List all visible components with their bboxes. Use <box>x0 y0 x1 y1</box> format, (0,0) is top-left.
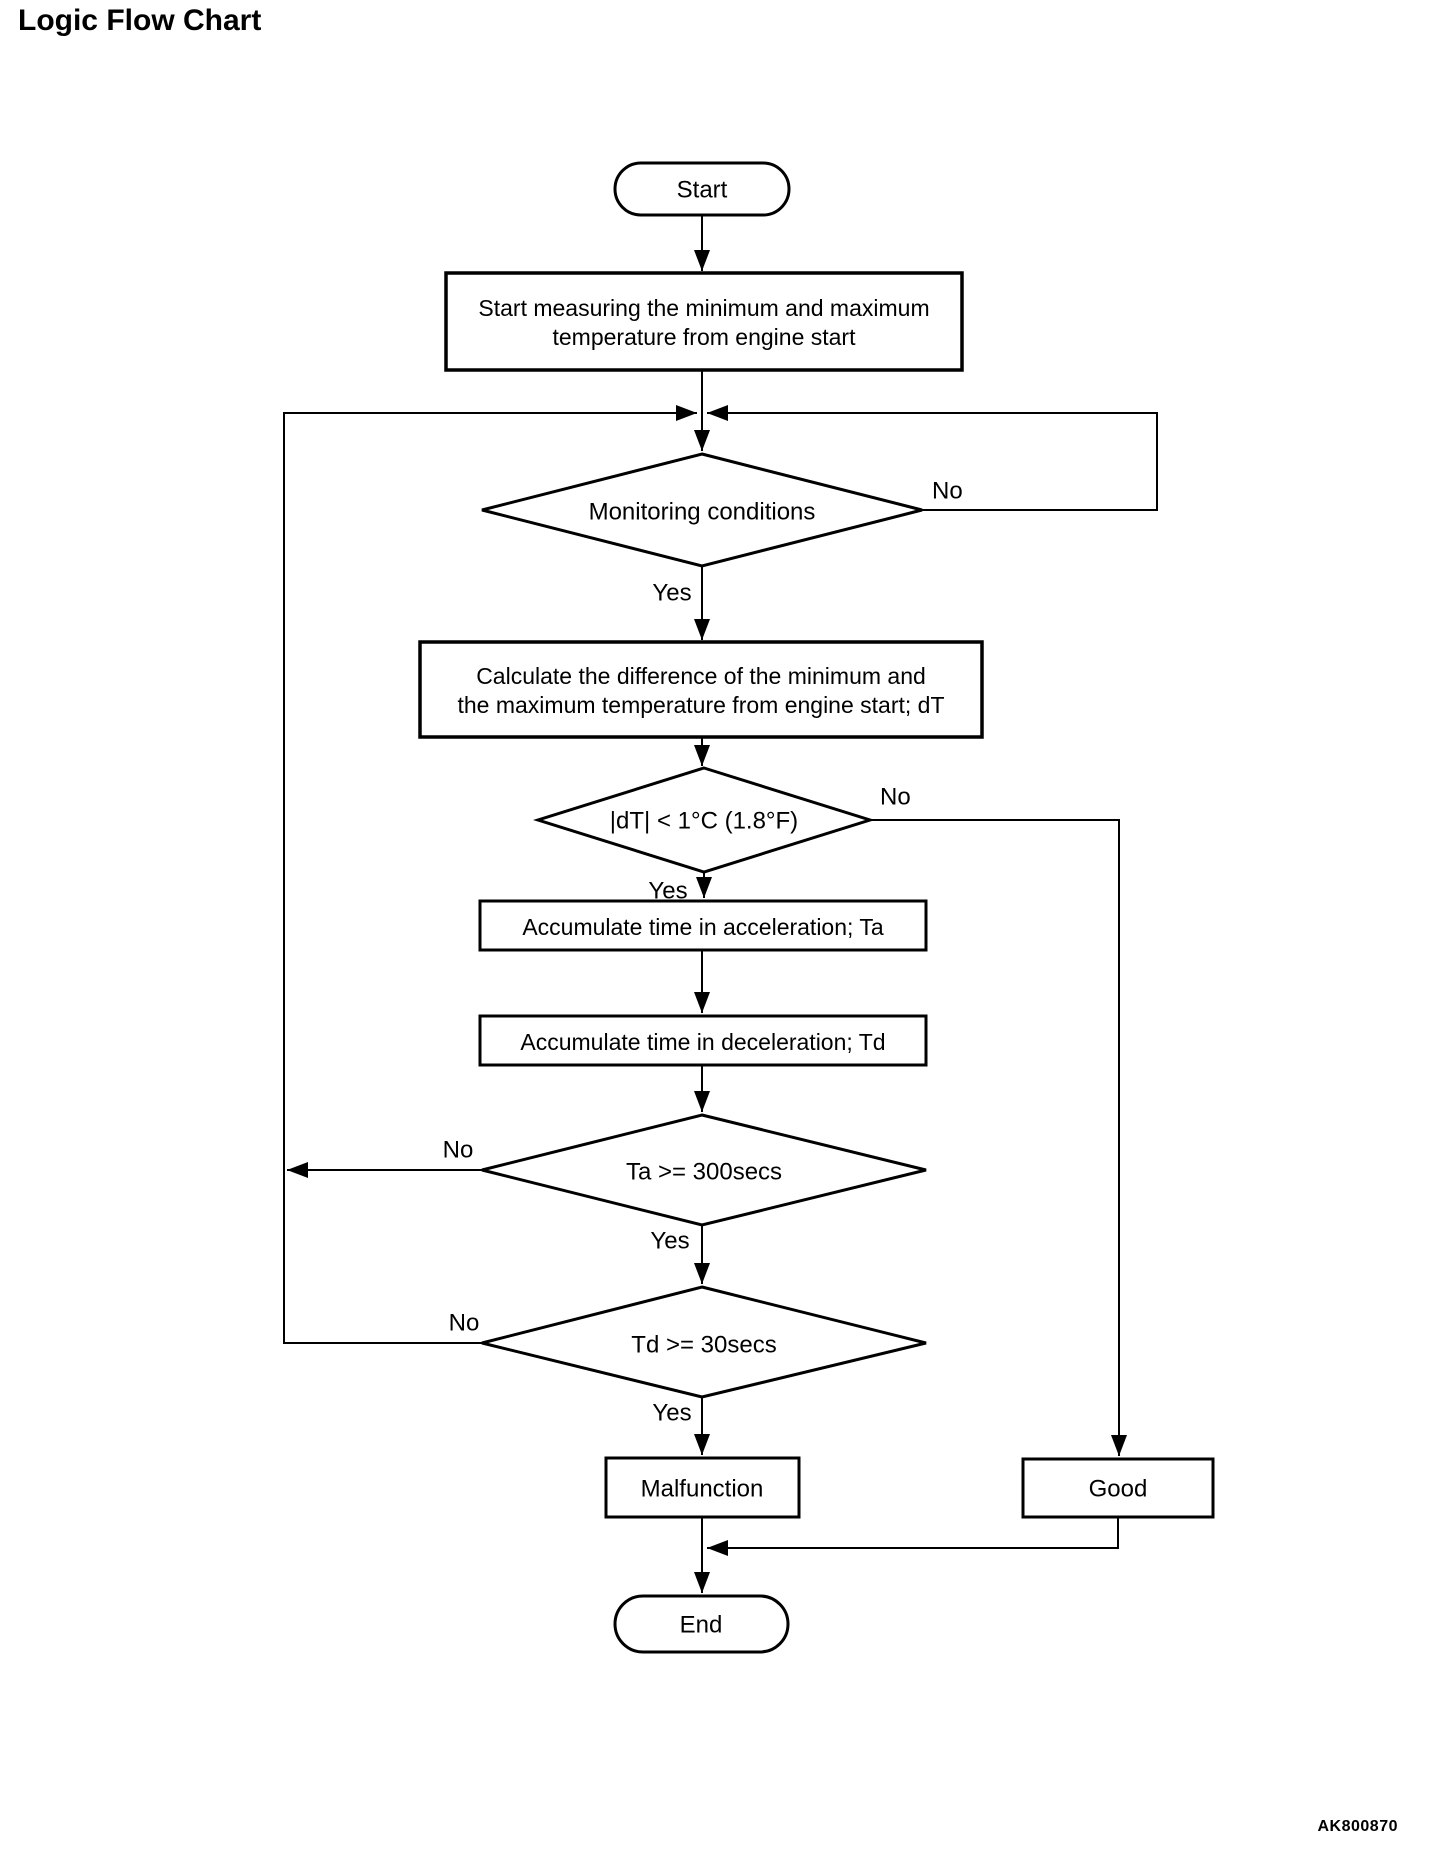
node-measure <box>444 271 964 372</box>
node-measure-label-line2: temperature from engine start <box>553 324 857 350</box>
node-calculate-label-line2: the maximum temperature from engine star… <box>457 692 944 718</box>
node-td-check <box>481 1285 927 1399</box>
node-malfunction <box>604 1456 801 1519</box>
node-dt-check-label: |dT| < 1°C (1.8°F) <box>610 808 798 835</box>
label-td-no: No <box>449 1310 480 1337</box>
node-calculate <box>418 640 984 739</box>
node-accum-decel <box>478 1014 928 1067</box>
label-ta-yes: Yes <box>650 1228 689 1255</box>
page-title: Logic Flow Chart <box>18 4 262 37</box>
edge-dt-no <box>870 819 1127 1456</box>
figure-code: AK800870 <box>1317 1818 1398 1835</box>
node-start-label: Start <box>677 177 728 204</box>
node-accum-decel-label: Accumulate time in deceleration; Td <box>520 1029 885 1055</box>
label-dt-no: No <box>880 784 911 811</box>
node-ta-check <box>481 1113 927 1227</box>
label-monitoring-no: No <box>932 478 963 505</box>
node-monitoring-label: Monitoring conditions <box>589 499 816 526</box>
node-end-label: End <box>680 1612 723 1639</box>
node-measure-label-line1: Start measuring the minimum and maximum <box>478 295 929 321</box>
node-good <box>1021 1457 1215 1519</box>
node-ta-check-label: Ta >= 300secs <box>626 1159 782 1186</box>
label-monitoring-yes: Yes <box>652 580 691 607</box>
node-start <box>613 161 791 217</box>
label-ta-no: No <box>443 1137 474 1164</box>
edge-good-merge <box>707 1517 1119 1556</box>
node-accum-accel-label: Accumulate time in acceleration; Ta <box>522 914 884 940</box>
node-calculate-label-line1: Calculate the difference of the minimum … <box>476 663 926 689</box>
node-malfunction-label: Malfunction <box>641 1476 764 1503</box>
edge-left-no-loop <box>283 405 697 1344</box>
node-good-label: Good <box>1089 1476 1148 1503</box>
edge-monitoring-no-loop <box>707 405 1158 511</box>
node-dt-check <box>532 766 876 874</box>
label-td-yes: Yes <box>652 1400 691 1427</box>
node-end <box>613 1594 790 1654</box>
node-accum-accel <box>478 899 928 952</box>
node-td-check-label: Td >= 30secs <box>631 1332 776 1359</box>
node-monitoring <box>481 452 923 568</box>
